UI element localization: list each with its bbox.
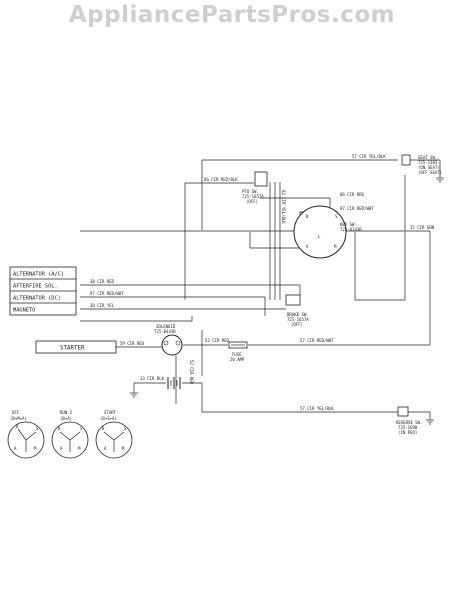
svg-text:S: S [80, 426, 83, 431]
svg-text:M: M [122, 446, 125, 451]
svg-text:M: M [334, 244, 337, 249]
svg-text:725-0143B: 725-0143B [340, 227, 362, 232]
svg-text:86 CIR RED/BLK: 86 CIR RED/BLK [204, 177, 238, 182]
svg-text:97 CIR RED/WHT: 97 CIR RED/WHT [90, 291, 124, 296]
wire-labels: 57 CIR YEL/BLK 86 CIR RED/BLK 86 CIR ORG… [90, 154, 435, 411]
svg-text:87 CIR RED/WHT: 87 CIR RED/WHT [340, 206, 374, 211]
svg-text:52 CIR RED: 52 CIR RED [189, 360, 194, 385]
svg-text:KEY SW.: KEY SW. [340, 222, 357, 227]
svg-text:30 CIR YEL: 30 CIR YEL [90, 303, 115, 308]
svg-text:82 CIR YEL/BLK: 82 CIR YEL/BLK [281, 190, 286, 224]
fuse: FUSE 20 AMP [228, 341, 248, 362]
key-position-run: RUN 2 (B+A) B S A M [51, 410, 89, 459]
svg-text:725-1657A: 725-1657A [287, 317, 309, 322]
svg-text:725-1657A: 725-1657A [242, 194, 264, 199]
svg-text:13 CIR BLK: 13 CIR BLK [140, 376, 165, 381]
svg-text:M: M [78, 446, 81, 451]
key-position-start: START (B+S+A) B S A M [95, 410, 133, 459]
pto-switch: PTO SW. 725-1657A (OFF) [242, 171, 268, 204]
svg-text:M: M [34, 446, 37, 451]
key-position-off: OFF (B+M+A) B S A M [7, 410, 45, 459]
svg-text:57 CIR YEL/BLK: 57 CIR YEL/BLK [352, 154, 386, 159]
svg-text:A: A [306, 244, 309, 249]
svg-text:BRAKE SW.: BRAKE SW. [287, 312, 309, 317]
box-alternator-ac: ALTERNATOR (A/C) [13, 272, 64, 278]
starter-box: STARTER [35, 340, 117, 354]
svg-text:A: A [104, 446, 107, 451]
svg-text:RUN 2: RUN 2 [60, 410, 73, 415]
svg-text:B: B [16, 424, 19, 429]
svg-text:SOLENOID: SOLENOID [156, 324, 176, 329]
svg-text:86 CIR ORG: 86 CIR ORG [340, 192, 365, 197]
svg-text:B: B [306, 214, 309, 219]
svg-text:(OFF): (OFF) [246, 199, 258, 204]
svg-text:B: B [58, 426, 61, 431]
svg-text:L: L [318, 234, 321, 239]
svg-text:A: A [60, 446, 63, 451]
box-alternator-dc: ALTERNATOR (DC) [13, 296, 61, 302]
svg-text:OFF: OFF [12, 410, 20, 415]
watermark: AppliancePartsPros.com [68, 2, 396, 28]
svg-text:A: A [14, 446, 17, 451]
svg-text:FUSE: FUSE [232, 352, 242, 357]
svg-text:PTO SW.: PTO SW. [242, 189, 259, 194]
svg-text:S: S [124, 426, 127, 431]
svg-text:(ON SEAT): (ON SEAT) [418, 165, 440, 170]
solenoid: SOLENOID 725-0443B [154, 324, 183, 356]
svg-text:20 AMP: 20 AMP [230, 357, 245, 362]
svg-text:57 CIR YEL/BLK: 57 CIR YEL/BLK [300, 406, 334, 411]
svg-text:38 CIR RED: 38 CIR RED [90, 279, 115, 284]
svg-text:REVERSE SW.: REVERSE SW. [396, 420, 423, 425]
svg-text:59 CIR RED: 59 CIR RED [120, 341, 145, 346]
box-afterfire-sol: AFTERFIRE SOL. [13, 284, 58, 290]
battery [130, 377, 181, 398]
svg-text:(IN PED): (IN PED) [398, 430, 417, 435]
svg-text:(OFF): (OFF) [291, 322, 303, 327]
svg-text:B: B [102, 426, 105, 431]
left-component-boxes: ALTERNATOR (A/C) AFTERFIRE SOL. ALTERNAT… [9, 266, 77, 316]
svg-text:(B+A): (B+A) [60, 416, 72, 421]
box-magneto: MAGNETO [13, 308, 35, 314]
svg-text:725-1303: 725-1303 [418, 160, 438, 165]
svg-text:725-0443B: 725-0443B [154, 329, 176, 334]
svg-text:15 CIR GRN: 15 CIR GRN [410, 225, 435, 230]
svg-text:(B+S+A): (B+S+A) [100, 416, 117, 421]
svg-text:(OFF SEAT): (OFF SEAT) [418, 170, 442, 175]
wires [80, 159, 431, 413]
svg-text:S: S [335, 214, 338, 219]
svg-text:(B+M+A): (B+M+A) [10, 416, 27, 421]
svg-text:725-1690: 725-1690 [398, 425, 418, 430]
key-switch: B S A M L KEY SW. 725-0143B [293, 205, 362, 259]
svg-text:52 CIR RED: 52 CIR RED [205, 338, 230, 343]
svg-text:START: START [104, 410, 117, 415]
reverse-switch: REVERSE SW. 725-1690 (IN PED) [396, 406, 434, 435]
svg-text:SEAT SW.: SEAT SW. [418, 155, 437, 160]
svg-text:57 CIR RED/WHT: 57 CIR RED/WHT [300, 338, 334, 343]
svg-text:S: S [36, 426, 39, 431]
starter-label: STARTER [60, 346, 85, 352]
brake-switch: BRAKE SW. 725-1657A (OFF) [285, 294, 309, 327]
seat-switch: SEAT SW. 725-1303 (ON SEAT) (OFF SEAT) [401, 154, 444, 183]
